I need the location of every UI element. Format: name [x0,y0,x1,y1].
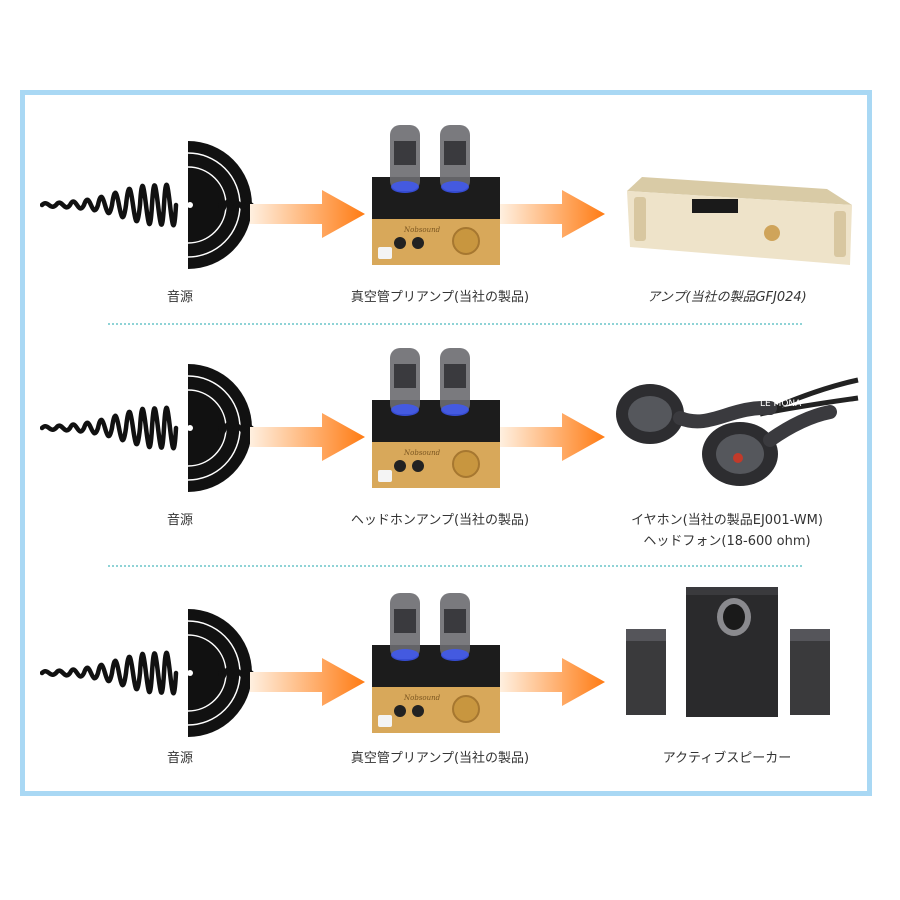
headphone-amp-label: ヘッドホンアンプ(当社の製品) [350,513,530,528]
row-separator [108,565,802,567]
arrow-right-icon [500,190,605,238]
preamp-label: 真空管プリアンプ(当社の製品) [350,751,530,766]
signal-chain-row-1: Nobsound 音源 真空管プリアンプ(当社の製品) アンプ(当社の製品GFJ… [0,95,900,335]
headphone-label: ヘッドフォン(18-600 ohm) [643,534,811,549]
active-speakers-image [626,587,830,717]
source-label: 音源 [166,290,194,305]
svg-text:Nobsound: Nobsound [403,449,441,457]
tube-preamp-image: Nobsound [372,125,500,265]
amplifier-label: アンプ(当社の製品GFJ024) [647,290,807,305]
row-separator [108,323,802,325]
svg-text:LE MONA: LE MONA [760,399,802,409]
arrow-right-icon [250,413,365,461]
signal-chain-row-3: Nobsound 音源 真空管プリアンプ(当社の製品) アクティブスピーカー [0,563,900,803]
earphone-label: イヤホン(当社の製品EJ001-WM) [631,513,823,528]
arrow-right-icon [250,658,365,706]
source-label: 音源 [166,751,194,766]
amplifier-image [627,177,852,265]
sound-wave-record-icon [40,609,254,737]
svg-text:Nobsound: Nobsound [403,226,441,234]
arrow-right-icon [500,413,605,461]
svg-text:Nobsound: Nobsound [403,694,441,702]
sound-wave-record-icon [40,364,254,492]
sound-wave-record-icon [40,141,254,269]
signal-chain-row-2: Nobsound LE MONA 音源 ヘッドホンアンプ(当社の製品) イヤホン… [0,318,900,558]
active-speaker-label: アクティブスピーカー [662,751,792,766]
earphones-image: LE MONA [616,377,859,486]
preamp-label: 真空管プリアンプ(当社の製品) [350,290,530,305]
tube-preamp-image: Nobsound [372,593,500,733]
source-label: 音源 [166,513,194,528]
arrow-right-icon [250,190,365,238]
headphone-amp-image: Nobsound [372,348,500,488]
arrow-right-icon [500,658,605,706]
